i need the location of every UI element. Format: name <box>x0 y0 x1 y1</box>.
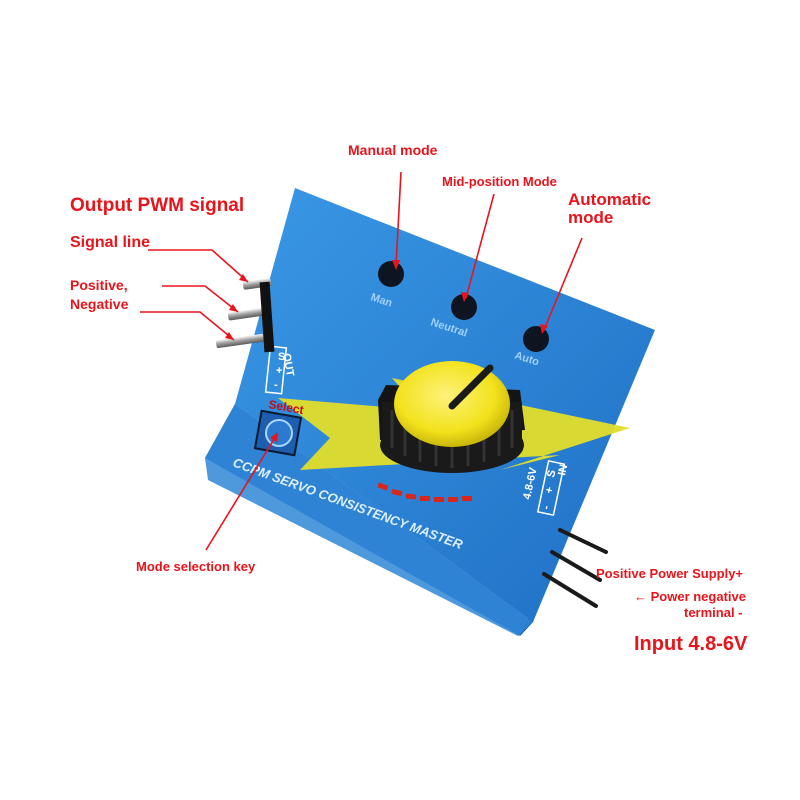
in-pin-s: S <box>545 469 558 479</box>
signal-line-label: Signal line <box>70 234 151 251</box>
box-front-edge <box>205 404 533 636</box>
negative-label: Negative <box>70 296 129 312</box>
in-pin-minus: - <box>540 504 553 510</box>
output-pwm-label: Output PWM signal <box>70 195 245 216</box>
manual-mode-label: Manual mode <box>348 142 438 158</box>
power-negative-label-line2: terminal - <box>684 605 743 620</box>
automatic-mode-label: Automatic mode <box>568 190 652 227</box>
led-man <box>378 261 404 287</box>
knob <box>378 361 525 473</box>
out-pin-minus: - <box>274 379 278 391</box>
mode-selection-key-label: Mode selection key <box>136 559 256 574</box>
out-pin-s: S <box>278 351 285 363</box>
input-voltage-label: Input 4.8-6V <box>634 633 748 655</box>
in-pins <box>542 528 608 608</box>
knob-pointer <box>448 364 494 410</box>
positive-power-supply-label: Positive Power Supply+ <box>596 566 744 581</box>
in-pin-plus: + <box>543 486 556 495</box>
led-auto <box>523 326 549 352</box>
knob-scale <box>377 482 472 502</box>
in-pin-box <box>536 460 566 516</box>
positive-label: Positive, <box>70 277 128 293</box>
select-button <box>265 419 293 447</box>
power-negative-label-line1: ← Power negative <box>634 589 746 604</box>
mid-position-mode-label: Mid-position Mode <box>442 174 557 189</box>
out-pin-box <box>264 345 288 395</box>
out-pins <box>215 278 275 353</box>
out-pin-plus: + <box>276 365 282 377</box>
led-neutral <box>451 294 477 320</box>
select-label: Select <box>267 397 304 417</box>
annotation-lines <box>140 171 583 551</box>
